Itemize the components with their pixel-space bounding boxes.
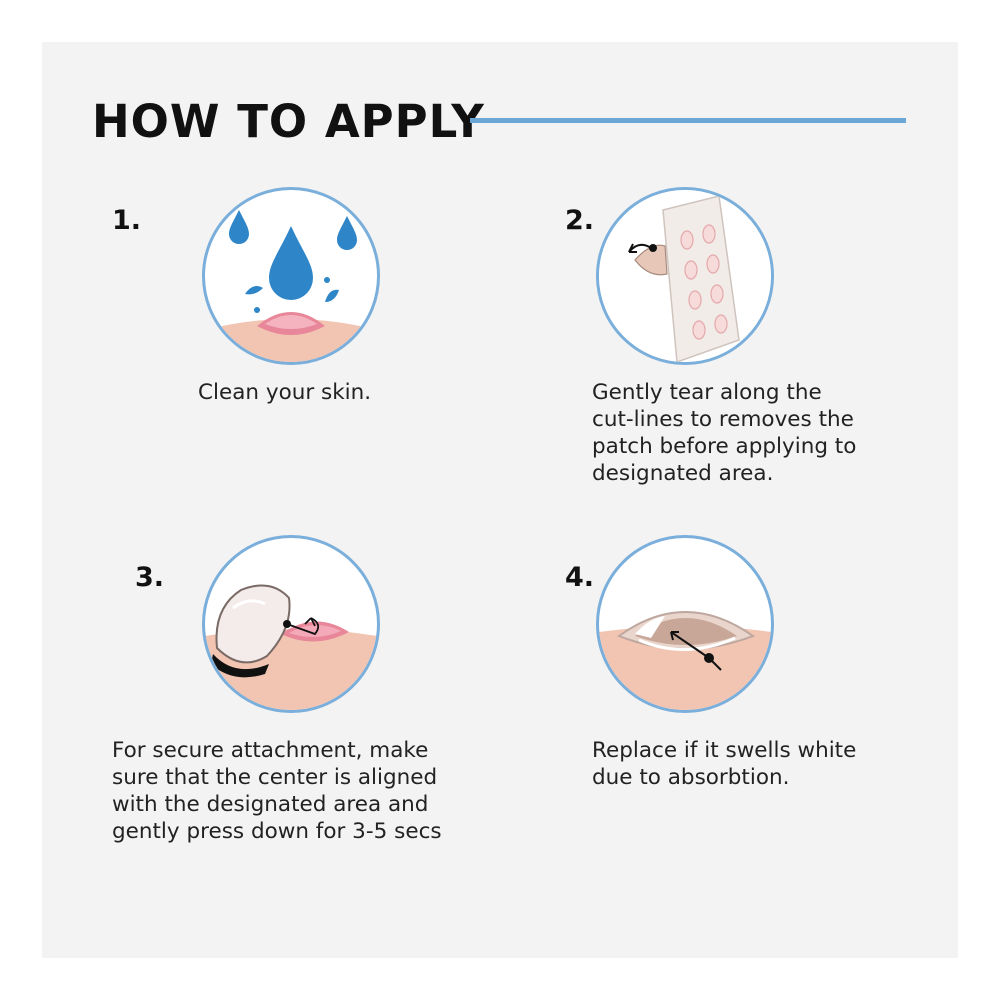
step-2-number: 2. [565,205,595,236]
apply-patch-icon [202,535,380,713]
title-divider [470,118,906,123]
step-4-number: 4. [565,562,595,593]
step-3-description: For secure attachment, make sure that th… [112,738,442,844]
step-4-description: Replace if it swells white due to absorb… [592,738,857,790]
step-1-description: Clean your skin. [198,380,372,405]
step-1-number: 1. [112,205,142,236]
step-3-number: 3. [135,562,165,593]
page-title: HOW TO APPLY [92,95,485,148]
water-drops-icon [202,187,380,365]
step-2-description: Gently tear along the cut-lines to remov… [592,380,857,486]
swollen-patch-icon [596,535,774,713]
instruction-panel [42,42,958,958]
patch-sheet-icon [596,187,774,365]
